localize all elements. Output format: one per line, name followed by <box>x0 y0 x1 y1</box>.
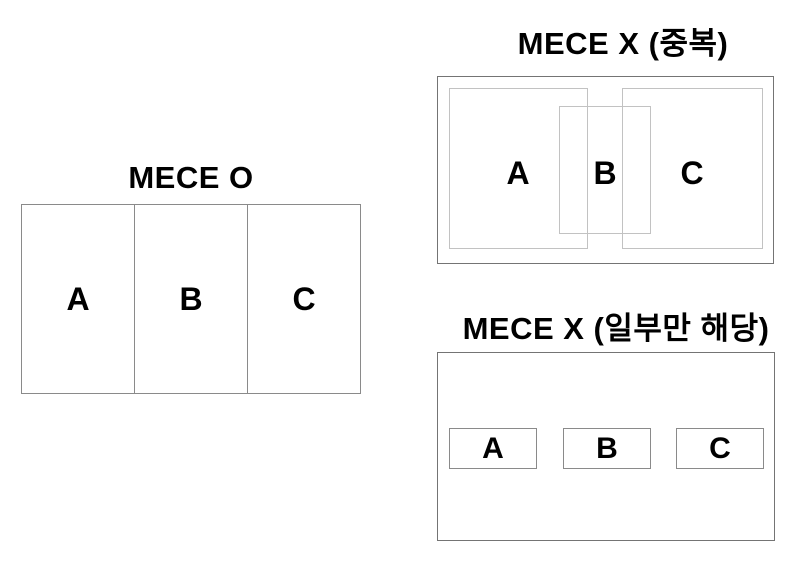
mece-x-partial-box-c: C <box>676 428 764 469</box>
mece-x-partial-outer-box <box>437 352 775 541</box>
mece-o-cell-a: A <box>22 205 134 393</box>
mece-x-overlap-box-a <box>449 88 588 249</box>
mece-x-partial-label-b: B <box>596 431 618 465</box>
mece-x-partial-label-a: A <box>482 431 504 465</box>
mece-x-overlap-label-b: B <box>593 155 617 191</box>
mece-x-partial-title: MECE X (일부만 해당) <box>462 311 770 346</box>
mece-x-overlap-box-c <box>622 88 763 249</box>
mece-x-overlap-outer-box <box>437 76 774 264</box>
mece-x-overlap-label-c: C <box>680 155 704 191</box>
mece-o-label-c: C <box>292 281 316 317</box>
mece-o-cell-c: C <box>247 205 360 393</box>
mece-x-partial-label-c: C <box>709 431 731 465</box>
mece-o-cell-b: B <box>134 205 247 393</box>
mece-o-title: MECE O <box>128 160 254 195</box>
mece-x-partial-box-a: A <box>449 428 537 469</box>
mece-o-label-a: A <box>66 281 90 317</box>
mece-x-overlap-box-b <box>559 106 651 234</box>
mece-o-label-b: B <box>179 281 203 317</box>
mece-x-overlap-label-a: A <box>506 155 530 191</box>
mece-x-partial-box-b: B <box>563 428 651 469</box>
mece-x-overlap-title: MECE X (중복) <box>517 26 729 61</box>
mece-o-box: A B C <box>21 204 361 394</box>
